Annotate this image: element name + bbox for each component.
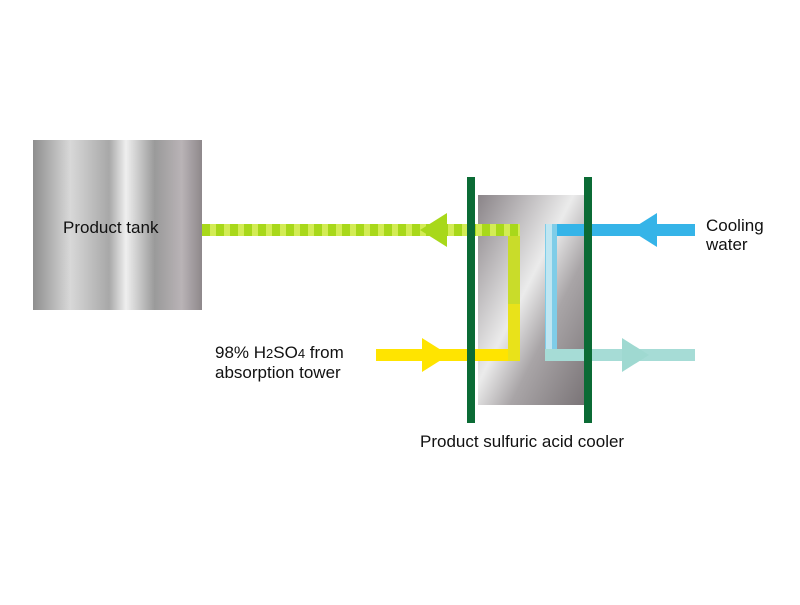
acid-riser-line [508,224,520,304]
acid-inlet-sub2: 4 [297,346,306,361]
cooler-left-wall [467,177,475,423]
cooling-water-label: Cooling water [706,216,764,254]
acid-outlet-arrow-icon [420,213,447,247]
cooling-water-riser-line [545,224,557,361]
acid-inlet-sub1: 2 [266,346,274,361]
cooler-right-wall [584,177,592,423]
acid-inlet-label-line1: 98% H2SO4 from [215,343,344,363]
acid-inlet-prefix: 98% H [215,343,267,362]
acid-inlet-mid: SO [273,343,298,362]
cooling-water-inlet-line [545,224,695,236]
cooling-water-outlet-line [545,349,695,361]
acid-inlet-arrow-icon [422,338,449,372]
product-tank [33,140,202,310]
acid-inlet-suffix: from [305,343,344,362]
water-inlet-arrow-icon [630,213,657,247]
product-tank-label: Product tank [63,218,159,237]
acid-inlet-label: 98% H2SO4 from absorption tower [215,343,344,382]
acid-inlet-label-line2: absorption tower [215,363,341,382]
water-outlet-arrow-icon [622,338,649,372]
cooling-water-label-line2: water [706,235,748,254]
cooling-water-label-line1: Cooling [706,216,764,235]
cooler-label: Product sulfuric acid cooler [420,432,625,451]
